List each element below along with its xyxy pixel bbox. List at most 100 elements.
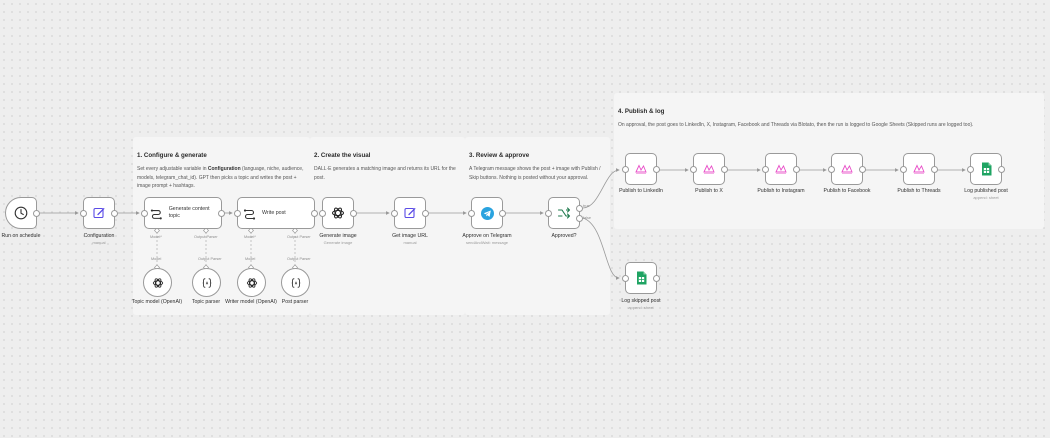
- node-label: Writer model (OpenAI): [225, 299, 277, 305]
- chain-icon: [243, 208, 256, 220]
- output-port[interactable]: [653, 274, 660, 282]
- input-port[interactable]: [622, 274, 629, 282]
- output-port[interactable]: [793, 165, 800, 173]
- schedule-trigger-node[interactable]: [5, 197, 40, 229]
- input-port[interactable]: [762, 165, 769, 173]
- output-port[interactable]: [653, 165, 660, 173]
- publish-linkedin-node[interactable]: [622, 153, 660, 185]
- node-label: Publish to Facebook: [823, 188, 871, 194]
- port-label-output-parser: Output Parser: [287, 257, 311, 261]
- node-label: Publish to LinkedIn: [619, 188, 663, 194]
- output-port[interactable]: [311, 209, 318, 217]
- approve-telegram-node[interactable]: [468, 197, 506, 229]
- port-label-output-parser: Output Parser: [287, 235, 311, 239]
- output-port[interactable]: [422, 209, 429, 217]
- log-published-node[interactable]: [967, 153, 1005, 185]
- log-skipped-node[interactable]: [622, 262, 660, 294]
- port-diamond: [203, 227, 209, 234]
- output-port[interactable]: [218, 209, 225, 217]
- input-port[interactable]: [690, 165, 697, 173]
- output-port[interactable]: [931, 165, 938, 173]
- input-port[interactable]: [141, 209, 148, 217]
- publish-facebook-node[interactable]: [828, 153, 866, 185]
- node-label: Publish to X: [695, 188, 723, 194]
- section-title: 4. Publish & log: [618, 108, 665, 115]
- output-port[interactable]: [859, 165, 866, 173]
- input-port[interactable]: [900, 165, 907, 173]
- braces-icon: [291, 277, 300, 288]
- approved-switch-node[interactable]: [545, 197, 583, 229]
- node-label: Publish to Instagram: [757, 188, 805, 194]
- blotato-icon: [703, 164, 715, 174]
- topic-model-node[interactable]: [143, 268, 172, 297]
- clock-icon: [14, 206, 28, 220]
- input-port[interactable]: [391, 209, 398, 217]
- braces-icon: [202, 277, 211, 288]
- sheets-icon: [636, 271, 646, 285]
- port-label-output-parser: Output Parser: [194, 235, 218, 239]
- port-diamond: [154, 227, 160, 234]
- section-description: On approval, the post goes to LinkedIn, …: [618, 122, 974, 128]
- writer-model-node[interactable]: [237, 268, 266, 297]
- output-port[interactable]: [499, 209, 506, 217]
- publish-x-node[interactable]: [690, 153, 728, 185]
- port-label-false: false: [583, 216, 592, 220]
- publish-threads-node[interactable]: [900, 153, 938, 185]
- openai-icon: [152, 277, 163, 288]
- input-port[interactable]: [319, 209, 326, 217]
- output-port[interactable]: [33, 209, 40, 217]
- output-port[interactable]: [721, 165, 728, 173]
- node-label: Approved?: [551, 233, 577, 239]
- edit-icon: [93, 207, 105, 219]
- sheets-icon: [981, 162, 991, 176]
- output-port-false[interactable]: [576, 215, 583, 222]
- output-port[interactable]: [998, 165, 1005, 173]
- section-description: Set every adjustable variable in Configu…: [137, 166, 304, 190]
- input-port[interactable]: [967, 165, 974, 173]
- node-label: Post parser: [281, 299, 309, 305]
- telegram-icon: [480, 206, 494, 220]
- port-label-output-parser: Output Parser: [198, 257, 222, 261]
- port-label-model: Model: [151, 257, 162, 261]
- blotato-icon: [775, 164, 787, 174]
- sticky-review-approve: 3. Review & approve A Telegram message s…: [465, 137, 610, 315]
- post-parser-node[interactable]: [281, 268, 310, 297]
- node-label: Topic parser: [191, 299, 221, 305]
- input-port[interactable]: [234, 209, 241, 217]
- topic-parser-node[interactable]: [192, 268, 221, 297]
- port-label-model: Model: [245, 257, 256, 261]
- generate-image-node[interactable]: [319, 197, 357, 229]
- output-port[interactable]: [111, 209, 118, 217]
- input-port[interactable]: [545, 209, 552, 217]
- blotato-icon: [841, 164, 853, 174]
- output-port-true[interactable]: [576, 205, 583, 212]
- switch-icon: [557, 207, 571, 219]
- configuration-node[interactable]: [80, 197, 118, 229]
- section-description: DALL·E generates a matching image and re…: [314, 166, 456, 181]
- section-title: 3. Review & approve: [469, 152, 530, 159]
- node-title: Generate content topic: [168, 206, 210, 219]
- input-port[interactable]: [828, 165, 835, 173]
- edge: [582, 217, 620, 280]
- section-title: 2. Create the visual: [314, 152, 371, 159]
- section-title: 1. Configure & generate: [137, 152, 207, 159]
- port-diamond: [292, 227, 298, 234]
- generate-topic-node[interactable]: Generate content topic: [141, 197, 225, 229]
- port-label-model: Model*: [150, 235, 162, 239]
- write-post-node[interactable]: Write post: [234, 197, 318, 229]
- node-label: Publish to Threads: [897, 188, 941, 194]
- openai-icon: [332, 207, 344, 219]
- node-title: Write post: [262, 209, 286, 216]
- port-diamond: [248, 227, 254, 234]
- get-image-url-node[interactable]: [391, 197, 429, 229]
- output-port[interactable]: [350, 209, 357, 217]
- input-port[interactable]: [622, 165, 629, 173]
- input-port[interactable]: [80, 209, 87, 217]
- publish-instagram-node[interactable]: [762, 153, 800, 185]
- input-port[interactable]: [468, 209, 475, 217]
